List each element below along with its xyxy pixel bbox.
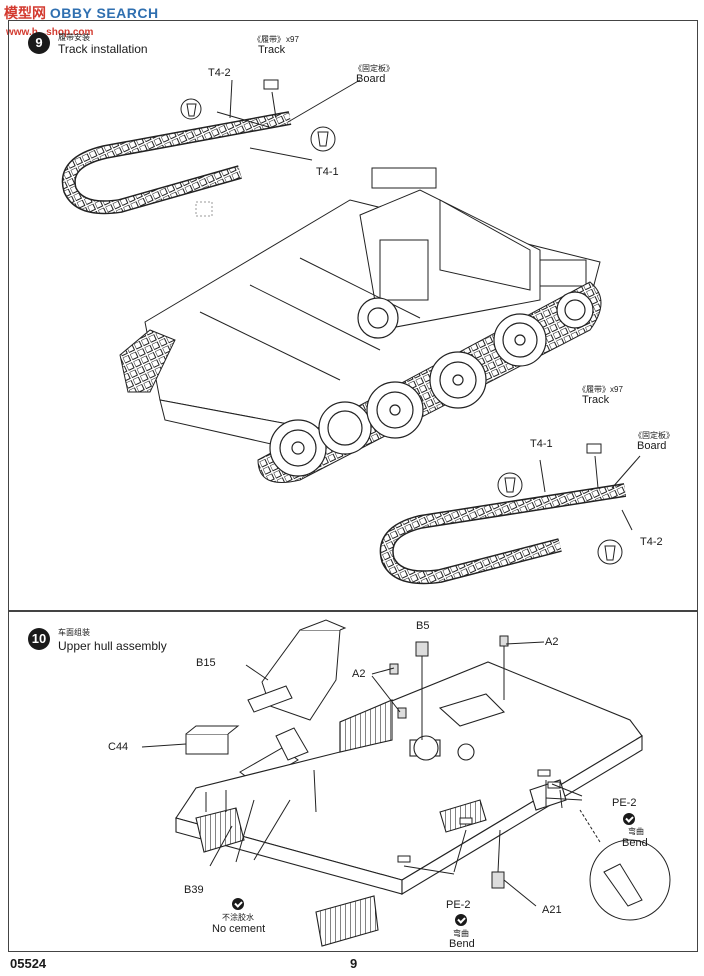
- part-callouts-upper: [180, 79, 361, 161]
- t4-2-label-top: T4-2: [208, 67, 231, 79]
- board-cn-top: 《固定板》: [354, 64, 394, 73]
- upper-hull-plate: [175, 661, 643, 947]
- b5-label: B5: [416, 620, 430, 632]
- b39-label: B39: [184, 884, 204, 896]
- track-label-top: Track: [258, 44, 286, 56]
- part-b15: [245, 619, 347, 721]
- watermark-url: www.h...shop.com: [6, 27, 94, 38]
- a2-left-label: A2: [352, 668, 366, 680]
- track-cn-bottom: 《履带》: [578, 385, 610, 394]
- page-number: 9: [350, 956, 358, 971]
- bend-icon: [623, 813, 635, 825]
- step-10-panel: [8, 610, 698, 952]
- board-label-top: Board: [356, 73, 386, 85]
- step-10-badge: 10: [28, 628, 50, 650]
- step-9-panel: [8, 20, 698, 612]
- board-cn-bottom: 《固定板》: [634, 431, 674, 440]
- step-9-title-cn: 履带安装: [58, 33, 90, 42]
- track-loop-lower: [379, 483, 627, 585]
- track-cn-top: 《履带》: [253, 35, 285, 44]
- bend-cn-right: 弯曲: [628, 827, 644, 836]
- track-loop-upper: [61, 111, 292, 215]
- part-c44: [141, 725, 240, 755]
- pe2-right-label: PE-2: [612, 797, 637, 809]
- product-code: 05524: [10, 956, 47, 971]
- no-cement-label: No cement: [212, 923, 266, 935]
- installed-track-left: [119, 329, 176, 393]
- bend-label-bottom: Bend: [449, 938, 475, 950]
- t4-1-label-top: T4-1: [316, 166, 339, 178]
- track-count-top: x97: [286, 35, 299, 44]
- watermark-en: OBBY SEARCH: [49, 5, 159, 21]
- step-9-badge: 9: [28, 32, 50, 54]
- step-10-title-cn: 车面组装: [58, 628, 90, 637]
- t4-1-label-bottom: T4-1: [530, 438, 553, 450]
- part-callouts-lower: [497, 443, 641, 565]
- bend-cn-bottom: 弯曲: [453, 929, 469, 938]
- no-cement-icon: [232, 898, 244, 910]
- t4-2-label-bottom: T4-2: [640, 536, 663, 548]
- track-label-bottom: Track: [582, 394, 610, 406]
- a2-right-label: A2: [545, 636, 559, 648]
- track-count-bottom: x97: [610, 385, 623, 394]
- a21-label: A21: [542, 904, 562, 916]
- step-10-title-en: Upper hull assembly: [58, 639, 167, 653]
- no-cement-cn: 不涂胶水: [222, 913, 254, 922]
- road-wheels: [269, 291, 594, 477]
- b15-label: B15: [196, 657, 216, 669]
- c44-label: C44: [108, 741, 129, 753]
- step10-leaders: [205, 635, 671, 921]
- board-label-bottom: Board: [637, 440, 667, 452]
- bend-icon-bottom: [455, 914, 467, 926]
- watermark: 模型网 OBBY SEARCH: [4, 3, 159, 23]
- pe2-bottom-label: PE-2: [446, 899, 471, 911]
- bend-label-right: Bend: [622, 837, 648, 849]
- step-9-title-en: Track installation: [58, 42, 148, 56]
- watermark-cn: 模型网: [4, 5, 46, 21]
